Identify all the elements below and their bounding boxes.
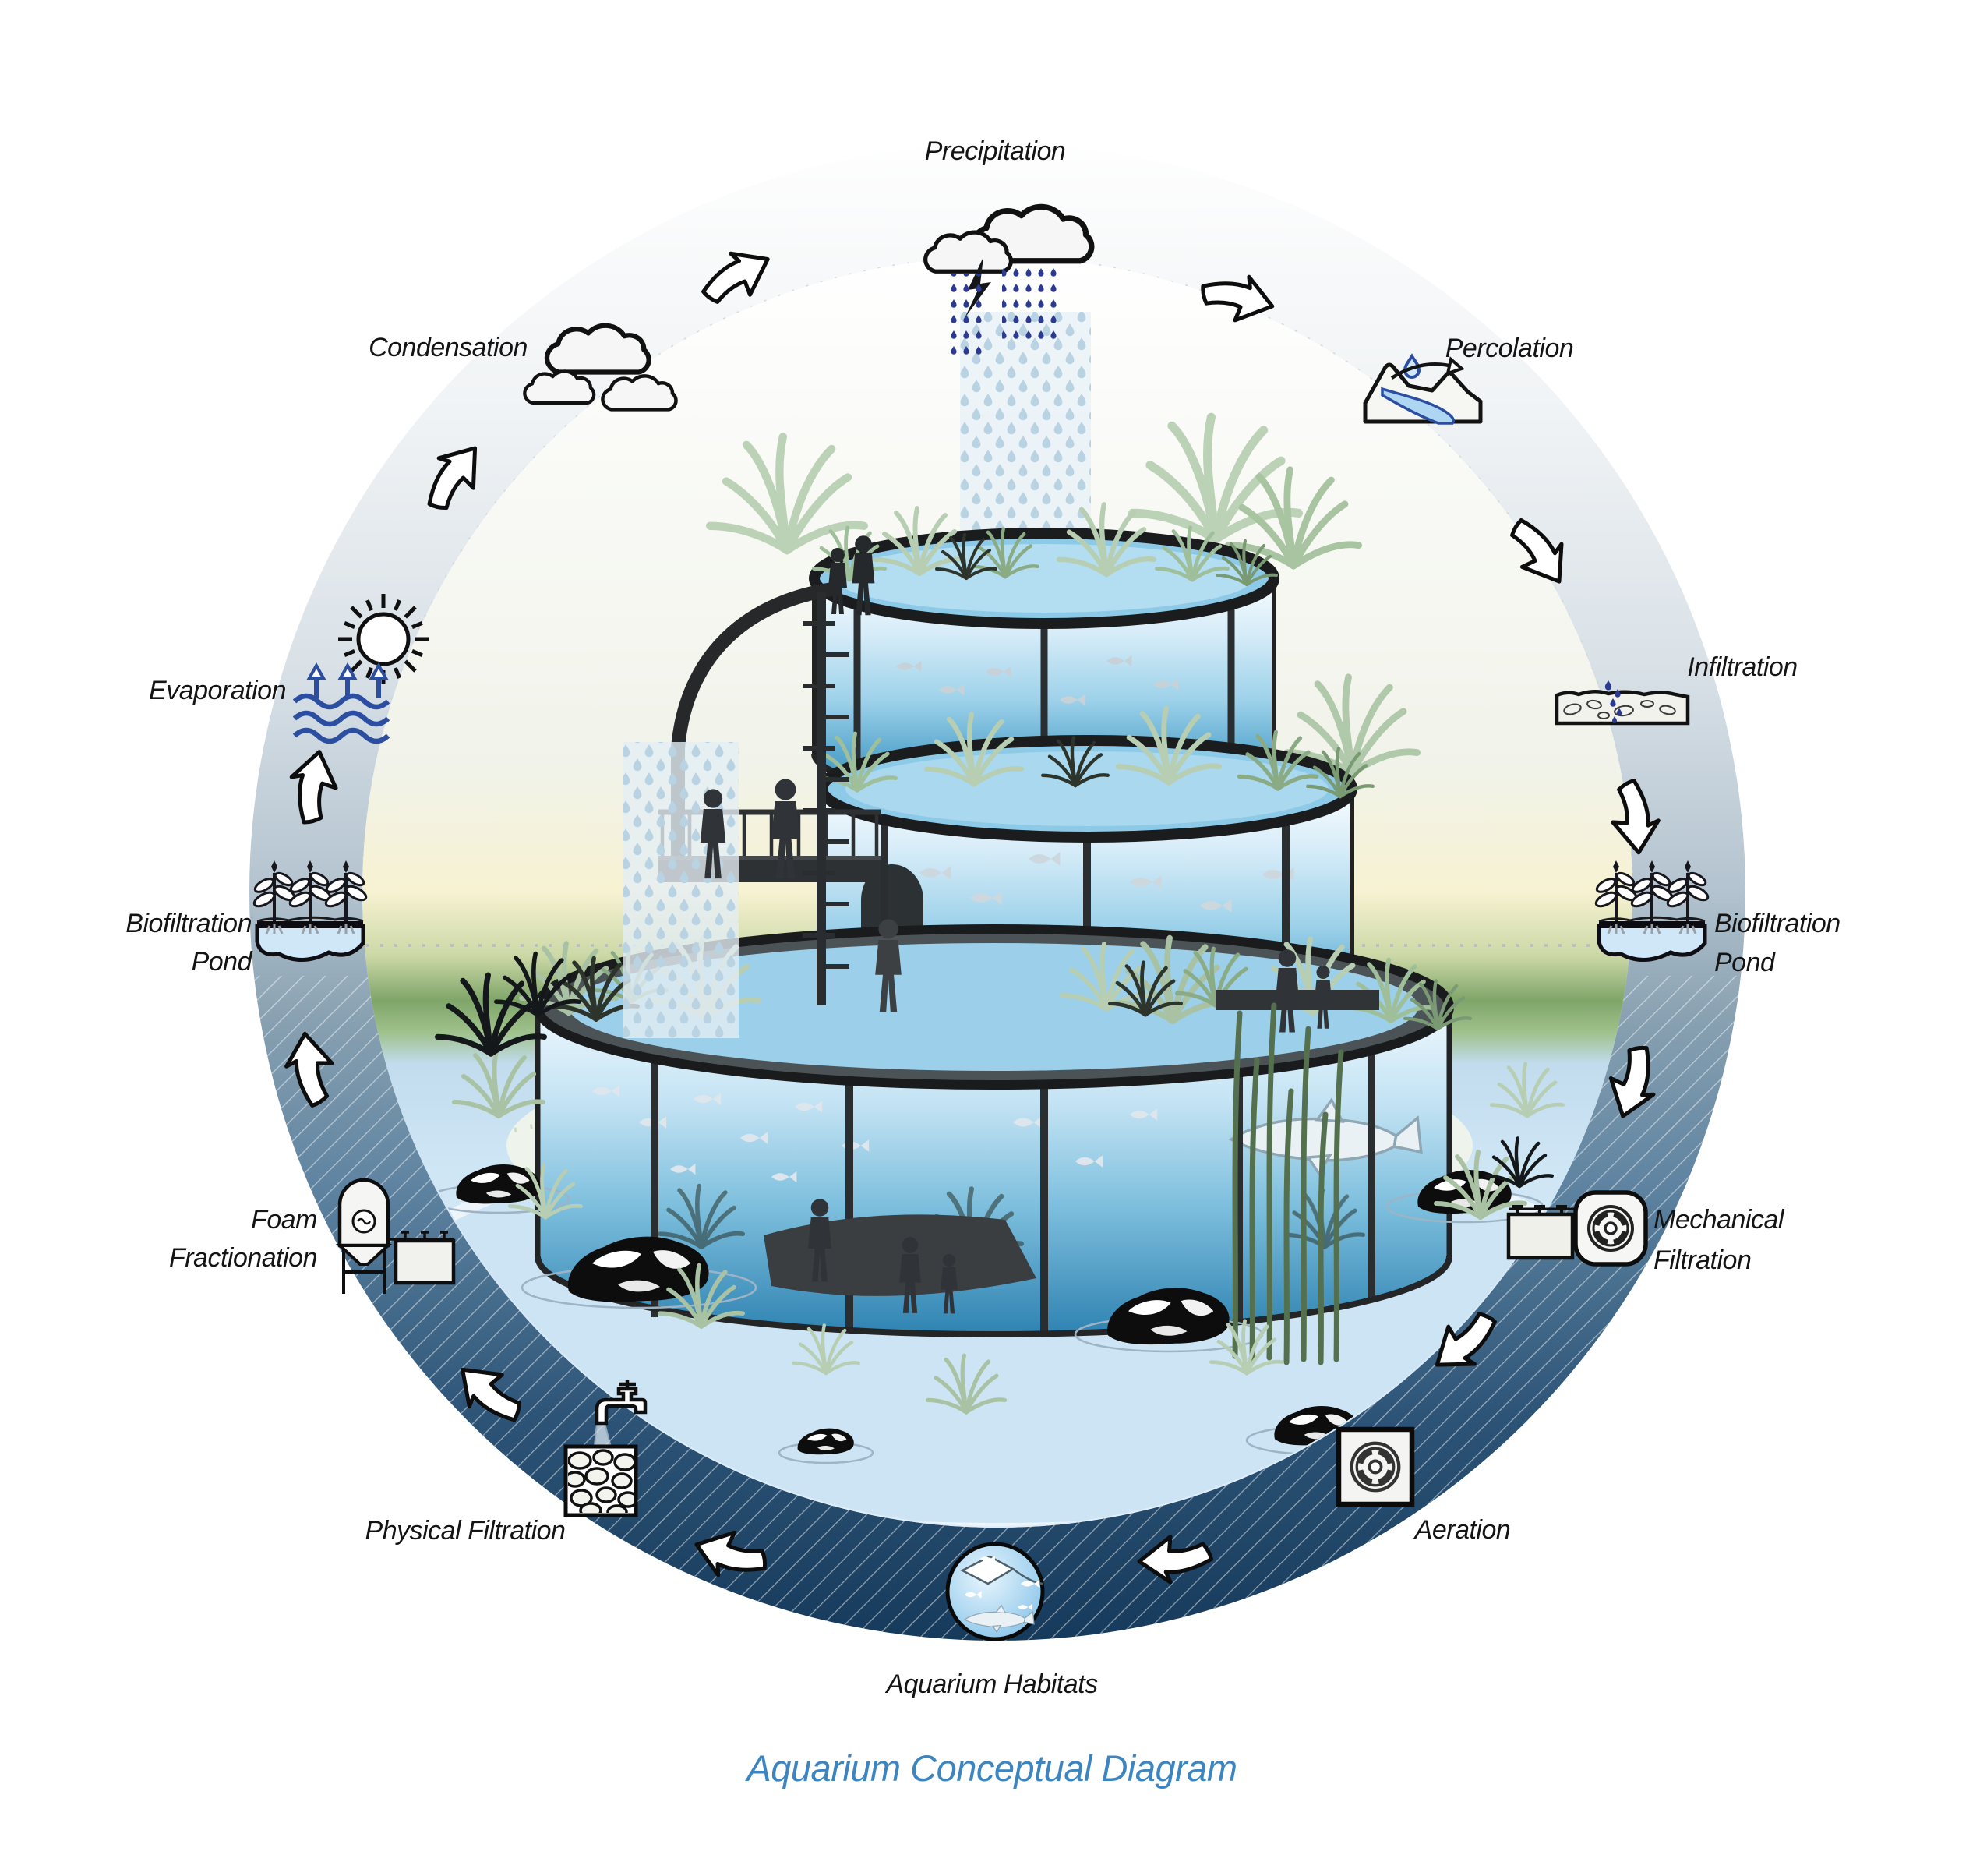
- stage-label-infiltration: Infiltration: [1687, 652, 1797, 682]
- stage-label-aquarium-habitats: Aquarium Habitats: [884, 1669, 1098, 1699]
- stage-label-percolation: Percolation: [1445, 334, 1574, 363]
- stage-label-foam-2: Fractionation: [169, 1243, 317, 1273]
- stage-label-biofiltration-left-1: Biofiltration: [125, 909, 252, 938]
- runoff-surface-icon: [1363, 353, 1483, 425]
- pump-fan-icon: [1506, 1190, 1648, 1267]
- stage-label-aeration: Aeration: [1413, 1515, 1511, 1545]
- stage-label-mechanical-2: Filtration: [1653, 1245, 1751, 1275]
- stage-label-condensation: Condensation: [369, 333, 528, 362]
- storm-cloud-icon: [926, 207, 1092, 359]
- tank-tier-bottom: [521, 924, 1470, 1337]
- aerator-fan-icon: [1336, 1426, 1415, 1507]
- tank-tier-top: [809, 504, 1279, 802]
- faucet: [595, 1387, 648, 1426]
- stage-labels: Precipitation Percolation Infiltration B…: [125, 136, 1841, 1699]
- aquarium-tower-illustration: [364, 312, 1631, 1526]
- stage-label-physical-filtration: Physical Filtration: [365, 1516, 566, 1546]
- protein-skimmer-icon: [335, 1178, 456, 1294]
- sun-waves-icon: [292, 594, 429, 744]
- stage-label-biofiltration-right-1: Biofiltration: [1714, 909, 1841, 938]
- porous-ground-icon: [1555, 680, 1690, 726]
- diagram-title: Aquarium Conceptual Diagram: [744, 1747, 1237, 1789]
- stage-label-biofiltration-left-2: Pond: [192, 947, 253, 977]
- stage-label-foam-1: Foam: [251, 1205, 317, 1235]
- stage-label-mechanical-1: Mechanical: [1653, 1205, 1785, 1235]
- reeds: [1232, 1002, 1344, 1365]
- stage-label-biofiltration-right-2: Pond: [1714, 948, 1776, 977]
- tap-gravel-icon: [563, 1380, 648, 1517]
- stage-label-evaporation: Evaporation: [149, 676, 286, 705]
- fish-globe-icon: [945, 1542, 1045, 1641]
- stage-label-precipitation: Precipitation: [925, 136, 1066, 166]
- balcony-and-stairs: [623, 581, 1379, 1296]
